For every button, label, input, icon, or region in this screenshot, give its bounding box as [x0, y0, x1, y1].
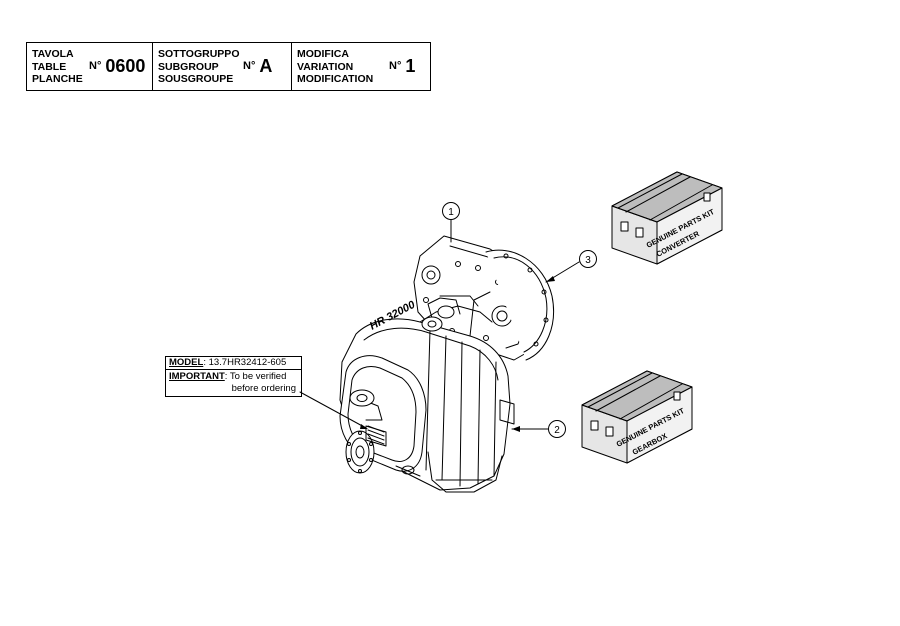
- table-cell: TAVOLA TABLE PLANCHE N°0600: [27, 43, 152, 90]
- important-line: IMPORTANT: To be verified: [169, 371, 287, 382]
- model-note-box: MODEL: 13.7HR32412-605 IMPORTANT: To be …: [165, 356, 302, 397]
- modification-value: N°1: [389, 56, 416, 76]
- callout-3: 3: [585, 255, 591, 266]
- callout-3-circle: [579, 250, 597, 268]
- transmission-assembly: [339, 235, 554, 493]
- important-line-2: before ordering: [231, 382, 296, 394]
- callout-2-circle: [548, 420, 566, 438]
- callout-1-circle: [442, 202, 460, 220]
- table-labels: TAVOLA TABLE PLANCHE: [32, 48, 83, 85]
- subgroup-labels: SOTTOGRUPPO SUBGROUP SOUSGROUPE: [158, 48, 240, 85]
- callout-2: 2: [554, 425, 560, 436]
- modification-labels: MODIFICA VARIATION MODIFICATION: [297, 48, 374, 85]
- table-number: N°0600: [89, 56, 146, 76]
- callout-1: 1: [448, 207, 454, 218]
- modification-cell: MODIFICA VARIATION MODIFICATION N°1: [291, 43, 430, 90]
- converter-kit-box: [611, 171, 723, 265]
- title-block: TAVOLA TABLE PLANCHE N°0600 SOTTOGRUPPO …: [26, 42, 431, 91]
- model-line: MODEL: 13.7HR32412-605: [166, 357, 301, 370]
- gearbox-kit-box: [581, 370, 693, 464]
- subgroup-value: N°A: [243, 56, 273, 76]
- subgroup-cell: SOTTOGRUPPO SUBGROUP SOUSGROUPE N°A: [152, 43, 291, 90]
